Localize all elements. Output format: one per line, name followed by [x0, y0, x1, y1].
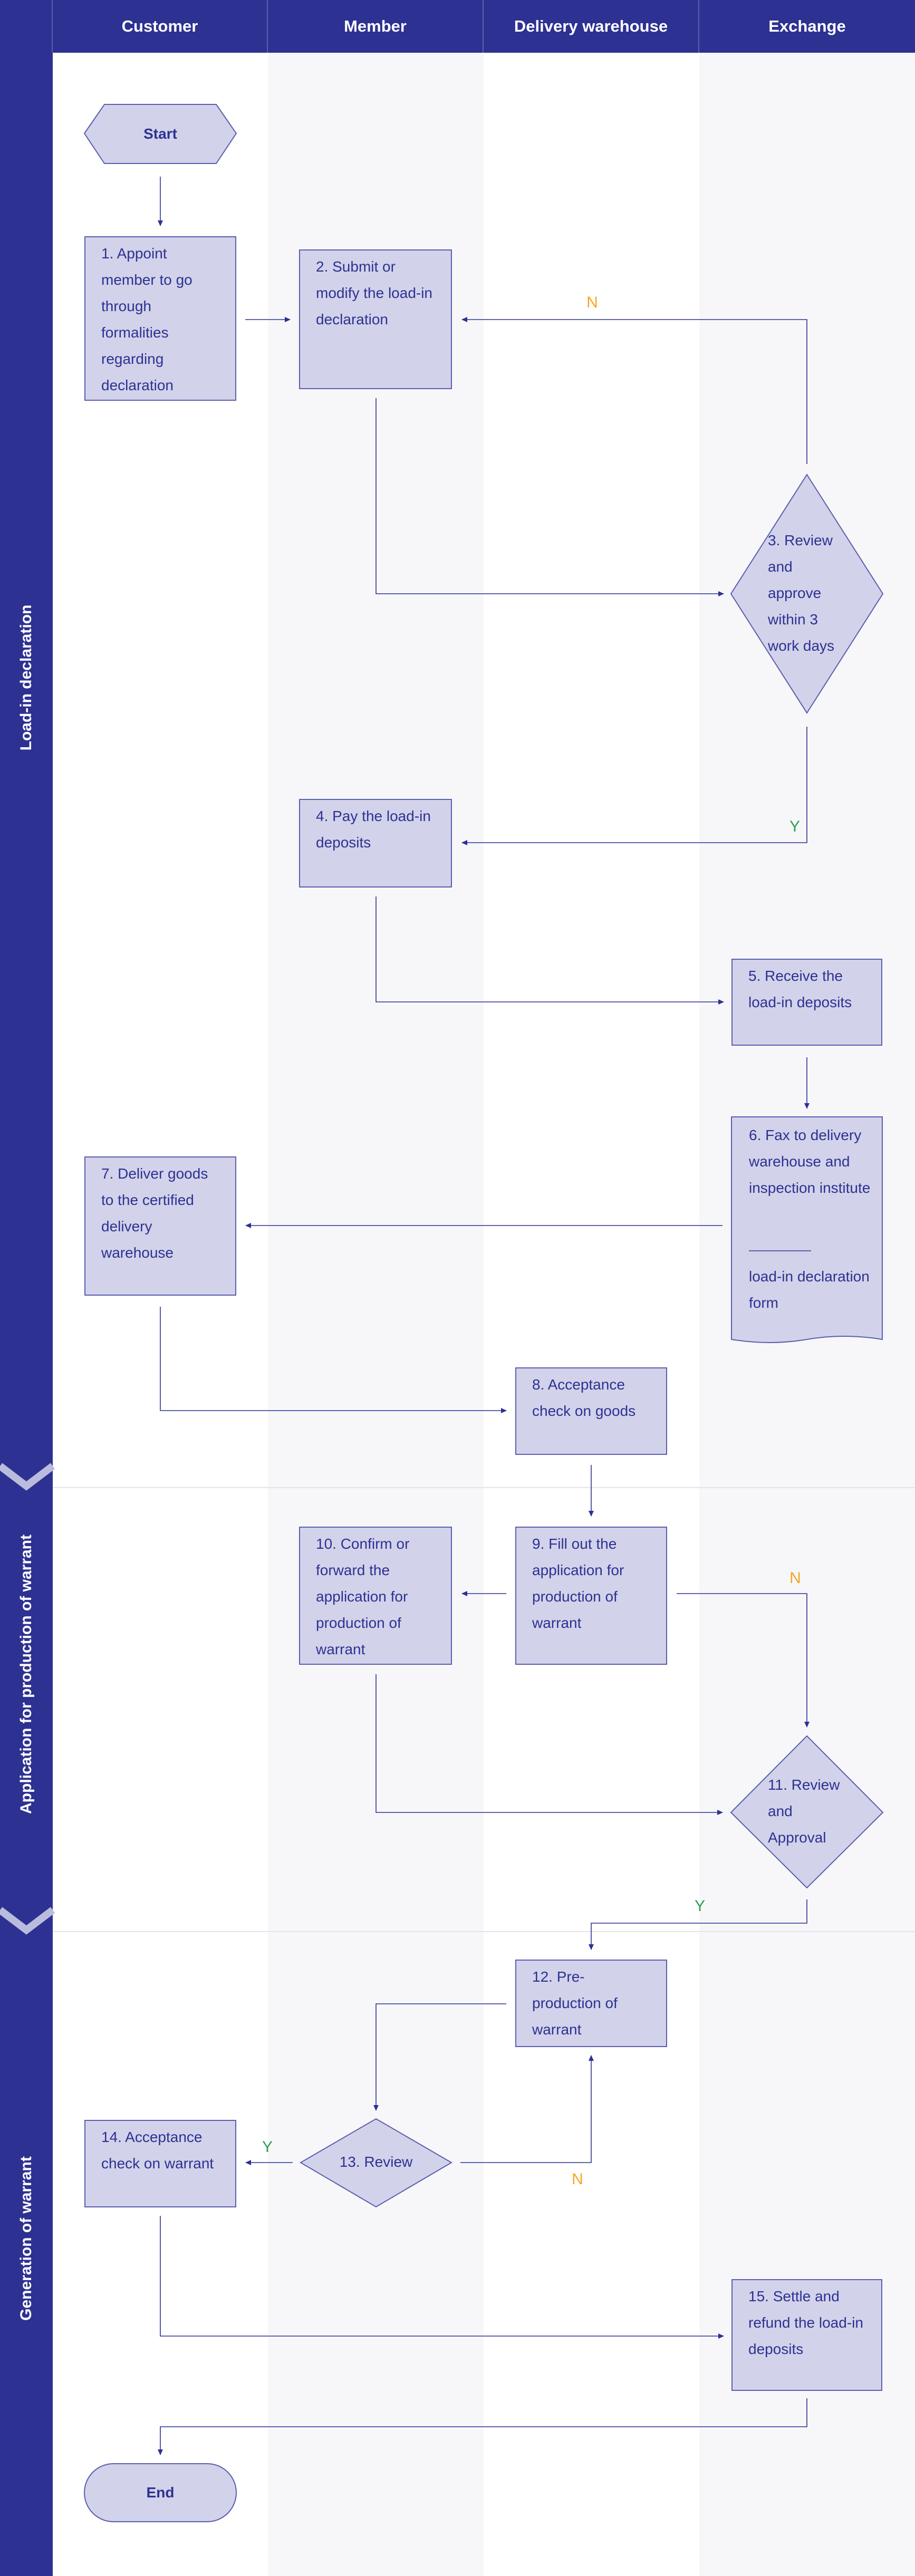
step-5-box: 5. Receive the load-in deposits	[731, 959, 882, 1046]
step-8-box: 8. Acceptance check on goods	[515, 1367, 667, 1455]
connector-3-2-no	[461, 317, 807, 464]
document-6-form-label: load-in declaration form	[749, 1268, 870, 1311]
connector-12-13	[373, 2003, 506, 2111]
decision-13-text: 13. Review	[339, 2154, 413, 2170]
connector-2-3	[375, 398, 724, 596]
connector-7-8	[160, 1307, 507, 1413]
document-6-shape	[731, 1116, 883, 1343]
end-node-shape	[84, 2463, 237, 2522]
branch-label-no-11: N	[789, 1569, 801, 1587]
end-node: End	[146, 2484, 175, 2501]
branch-label-yes-11: Y	[694, 1897, 706, 1915]
connector-4-5	[375, 896, 724, 1005]
phase-separator	[53, 1931, 915, 1932]
phase-chevron	[0, 1463, 55, 1491]
step-15-box: 15. Settle and refund the load-in deposi…	[731, 2279, 882, 2391]
decision-11-shape	[730, 1735, 884, 1889]
branch-label-yes-13: Y	[262, 2138, 273, 2156]
connector-14-15	[160, 2216, 724, 2339]
phase-bar-load-in	[0, 53, 53, 1487]
start-node: Start	[143, 126, 177, 142]
step-12-box: 12. Pre-production of warrant	[515, 1960, 667, 2047]
connector-10-11	[375, 1674, 723, 1815]
connector-11-12-yes	[589, 1899, 807, 1950]
lane-header-member: Member	[268, 0, 484, 53]
connector-13-12-no	[460, 2055, 594, 2163]
step-9-box: 9. Fill out the application for producti…	[515, 1527, 667, 1665]
step-4-box: 4. Pay the load-in deposits	[299, 799, 452, 887]
branch-label-yes-3: Y	[789, 818, 801, 835]
lane-header-customer: Customer	[53, 0, 268, 53]
header-corner	[0, 0, 53, 53]
connector-15-end	[158, 2398, 807, 2455]
decision-13-shape	[300, 2118, 452, 2208]
connector-9-11-no	[677, 1593, 810, 1728]
decision-11-text: 11. Review and Approval	[768, 1777, 840, 1846]
step-7-box: 7. Deliver goods to the certified delive…	[84, 1156, 236, 1296]
connector-3-4-yes	[461, 727, 807, 845]
phase-separator	[53, 1487, 915, 1488]
decision-3-shape	[730, 474, 884, 714]
phase-bar-application	[0, 1487, 53, 1931]
step-2-box: 2. Submit or modify the load-in declarat…	[299, 249, 452, 389]
step-1-box: 1. Appoint member to go through formalit…	[84, 236, 236, 401]
document-6-text: 6. Fax to delivery warehouse and inspect…	[749, 1127, 871, 1196]
lane-header-exchange: Exchange	[699, 0, 915, 53]
lane-header-delivery-warehouse: Delivery warehouse	[484, 0, 699, 53]
phase-chevron	[0, 1907, 55, 1935]
branch-label-no-3: N	[586, 294, 598, 311]
step-10-box: 10. Confirm or forward the application f…	[299, 1527, 452, 1665]
decision-3-text: 3. Review and approve within 3 work days	[768, 532, 835, 654]
start-node-shape	[83, 104, 237, 164]
branch-label-no-13: N	[572, 2170, 583, 2188]
step-14-box: 14. Acceptance check on warrant	[84, 2120, 236, 2207]
phase-bar-generation	[0, 1931, 53, 2576]
